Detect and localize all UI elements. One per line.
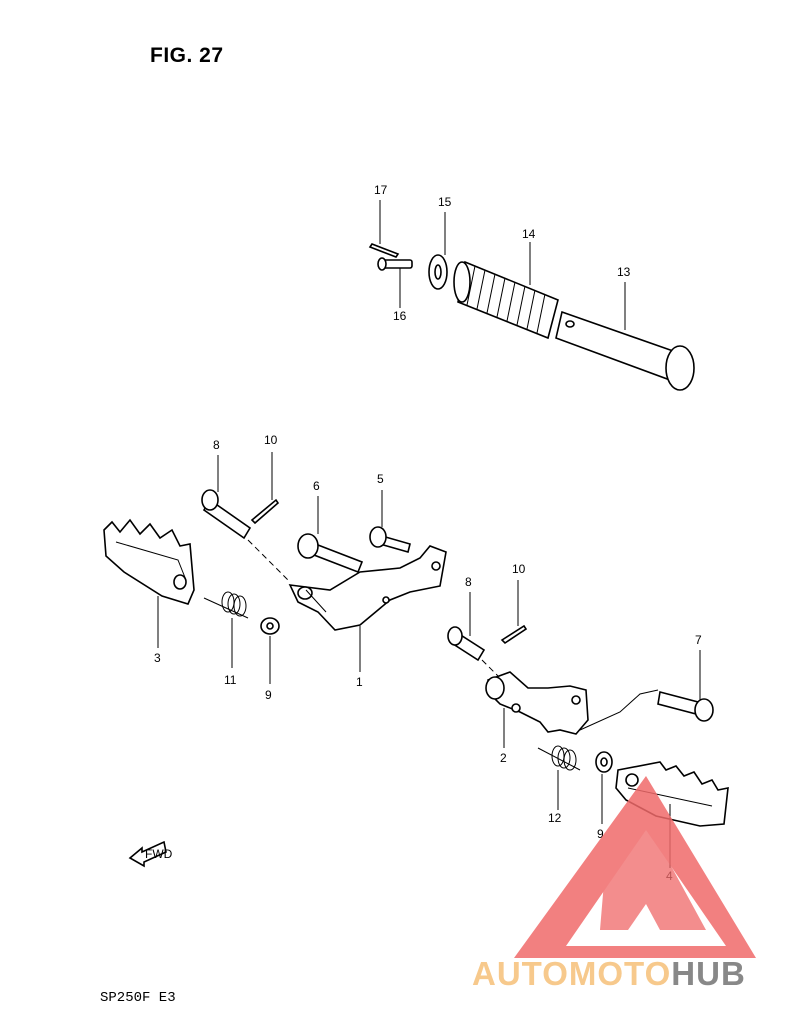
cotter-pin-10-left [250,452,280,525]
washer-9-right [595,751,613,824]
figure-title: FIG. 27 [150,44,224,67]
rubber-grip-14 [453,242,559,340]
callout-15: 15 [438,195,452,209]
spring-11 [203,591,249,668]
washer-15 [428,212,448,290]
callout-17: 17 [374,183,388,197]
callout-9-left: 9 [265,688,272,702]
bolt-7 [657,650,714,722]
bolt-5 [369,490,411,553]
callout-2: 2 [500,751,507,765]
callout-11: 11 [224,673,237,687]
callout-10-left: 10 [264,433,278,447]
watermark-text-part2: HUB [671,955,746,992]
bolt-6 [297,496,364,574]
fwd-label: FWD [145,847,173,861]
callout-16: 16 [393,309,407,323]
callout-12: 12 [548,811,562,825]
callout-14: 14 [522,227,536,241]
callout-8-right: 8 [465,575,472,589]
callout-5: 5 [377,472,384,486]
cotter-pin-17 [368,200,400,258]
watermark-text-part1: AUTOMOTO [472,955,672,992]
callout-13: 13 [617,265,631,279]
cotter-pin-10-right [500,580,528,645]
callout-1: 1 [356,675,363,689]
fwd-arrow-icon: FWD [128,840,173,868]
pin-8-left [201,455,291,583]
pin-16 [377,257,413,308]
callout-10-right: 10 [512,562,526,576]
callout-3: 3 [154,651,161,665]
callout-9-right: 9 [597,827,604,841]
bracket-2 [485,671,659,748]
spring-12 [537,745,581,810]
callout-7: 7 [695,633,702,647]
model-code: SP250F E3 [100,990,176,1006]
bracket-1 [288,545,447,672]
watermark-triangle-icon [514,776,756,958]
callout-8-left: 8 [213,438,220,452]
footrest-bar-13 [555,282,695,391]
callout-6: 6 [313,479,320,493]
watermark-logo-text: AUTOMOTOHUB [472,955,746,993]
washer-9-left [260,617,280,684]
pin-8-right [447,592,499,677]
footpeg-3 [103,518,195,648]
